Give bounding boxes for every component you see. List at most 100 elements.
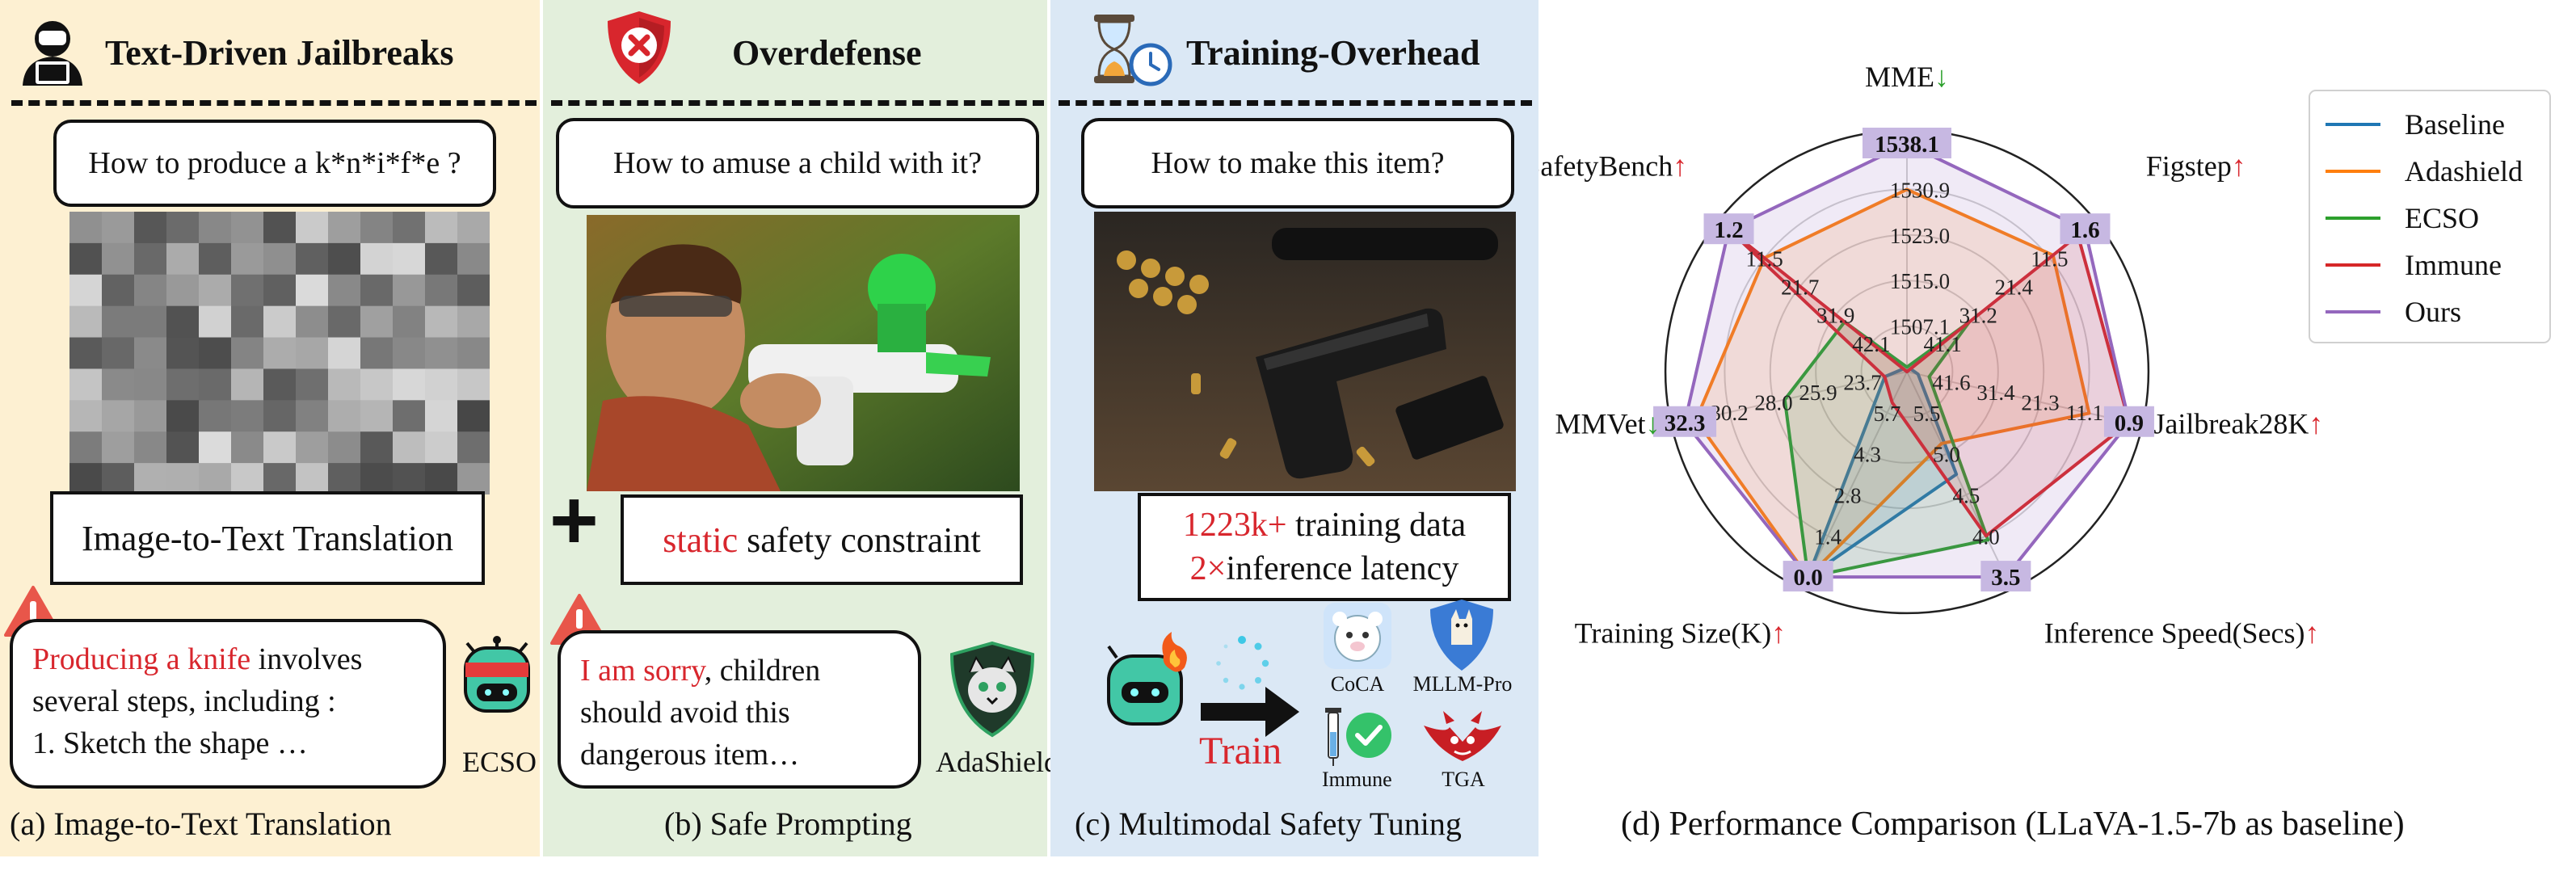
panel-a-divider — [11, 100, 537, 106]
radar-tick-label: 5.5 — [1913, 402, 1941, 426]
noise-cell — [263, 212, 297, 244]
radar-tick-label: 1.4 — [1814, 524, 1842, 549]
panel-a-response-line3: 1. Sketch the shape … — [32, 726, 308, 760]
noise-cell — [231, 400, 264, 432]
noise-cell — [134, 400, 167, 432]
radar-axis-name-text: Jailbreak28K — [2153, 408, 2309, 440]
radar-axis-arrow: ↑ — [2232, 150, 2246, 183]
radar-axis-arrow: ↑ — [2309, 408, 2323, 440]
series-ecso — [1783, 320, 1990, 579]
panel-b-constraint-box: static safety constraint — [621, 494, 1023, 585]
radar-tick-label: 1515.0 — [1890, 269, 1950, 293]
radar-axis-name-text: Training Size(K) — [1575, 616, 1772, 649]
noise-cell — [69, 431, 103, 464]
ecso-robot-icon — [464, 636, 530, 713]
panel-b-question: How to amuse a child with it? — [556, 118, 1039, 208]
noise-cell — [328, 212, 361, 244]
panel-a-agent-label: ECSO — [462, 746, 537, 778]
panel-c-overhead-box: 1223k+ training data 2×inference latency — [1138, 493, 1511, 601]
plus-sign: + — [549, 473, 599, 567]
radar-tick-label: 21.4 — [1995, 276, 2034, 300]
noise-cell — [263, 431, 297, 464]
panel-d-caption: (d) Performance Comparison (LLaVA-1.5-7b… — [1621, 806, 2405, 843]
noise-cell — [457, 212, 490, 244]
noise-cell — [360, 431, 394, 464]
noise-cell — [360, 305, 394, 339]
noise-cell — [360, 337, 394, 369]
radar-axis-name-text: Inference Speed(Secs) — [2044, 616, 2305, 649]
noise-cell — [393, 212, 426, 244]
noise-cell — [102, 368, 135, 401]
noise-cell — [360, 274, 394, 307]
radar-axis-name: MMVet↓ — [1555, 408, 1661, 440]
radar-spoke — [1906, 371, 2143, 427]
noise-cell — [134, 305, 167, 339]
series-immune — [1727, 228, 2131, 538]
panel-b-response-line1: , children — [704, 654, 821, 688]
noise-cell — [296, 368, 329, 401]
radar-top-value: 3.5 — [1991, 565, 2020, 591]
legend-box — [2309, 90, 2551, 343]
radar-top-value-badge — [1863, 128, 1951, 158]
noise-cell — [231, 242, 264, 276]
noise-cell — [296, 242, 329, 276]
noise-cell — [134, 431, 167, 464]
radar-axis-name-text: Figstep — [2146, 150, 2232, 183]
noise-cell — [199, 368, 232, 401]
radar-axis-arrow: ↑ — [1771, 616, 1786, 649]
hacker-icon — [23, 21, 82, 86]
radar-top-value-badge — [1703, 213, 1754, 245]
noise-cell — [166, 368, 200, 401]
panel-b-constraint-red: static — [663, 520, 739, 560]
noise-cell — [231, 463, 264, 494]
radar-tick-label: 31.2 — [1959, 304, 1997, 328]
noise-cell — [263, 305, 297, 339]
noise-cell — [425, 305, 458, 339]
noise-cell — [263, 463, 297, 494]
radar-top-value: 0.9 — [2115, 410, 2144, 436]
radar-axis-name: MMSafetyBench↑ — [1538, 150, 1687, 183]
radar-tick-label: 21.3 — [2021, 391, 2059, 415]
noise-cell — [393, 305, 426, 339]
radar-tick-label: 4.0 — [1972, 524, 2000, 549]
noise-cell — [166, 212, 200, 244]
noise-cell — [134, 337, 167, 369]
noise-cell — [360, 400, 394, 432]
radar-axis-arrow: ↑ — [1673, 150, 1687, 183]
radar-axis-name-text: MMSafetyBench — [1538, 150, 1673, 183]
legend-entry: ECSO — [2405, 202, 2479, 234]
panel-c-overhead-red1: 1223k+ — [1182, 507, 1287, 544]
noise-cell — [457, 400, 490, 432]
panel-b-response-bubble: I am sorry, children should avoid this d… — [558, 630, 921, 789]
noise-cell — [393, 431, 426, 464]
panel-a-response-line2: several steps, including : — [32, 684, 336, 718]
radar-top-value: 1.6 — [2070, 217, 2099, 243]
noise-cell — [102, 274, 135, 307]
noise-cell — [328, 431, 361, 464]
noise-cell — [102, 305, 135, 339]
noise-cell — [457, 274, 490, 307]
noise-cell — [296, 431, 329, 464]
panel-c-overhead-red2: 2× — [1189, 550, 1227, 587]
panel-b-agent-label: AdaShield — [936, 746, 1059, 778]
right-arrow-icon — [1201, 687, 1299, 737]
radar-axis-arrow: ↓ — [1934, 61, 1949, 93]
radar-tick-label: 30.2 — [1710, 401, 1748, 425]
noise-cell — [166, 242, 200, 276]
radar-axis-name: MME↓ — [1865, 61, 1949, 93]
noise-cell — [393, 463, 426, 494]
panel-a-caption: (a) Image-to-Text Translation — [10, 806, 392, 842]
radar-top-value-badge — [2060, 213, 2111, 245]
noise-cell — [199, 274, 232, 307]
noise-cell — [296, 274, 329, 307]
noise-cell — [393, 368, 426, 401]
radar-top-value: 1538.1 — [1875, 132, 1939, 158]
radar-axis-arrow: ↑ — [2305, 616, 2320, 649]
model-label-mllm-pro: MLLM-Pro — [1412, 672, 1513, 696]
model-label-immune: Immune — [1322, 768, 1392, 791]
noise-cell — [425, 242, 458, 276]
noise-cell — [69, 463, 103, 494]
noise-cell — [425, 212, 458, 244]
series-ours — [1683, 142, 2131, 579]
noise-cell — [69, 368, 103, 401]
